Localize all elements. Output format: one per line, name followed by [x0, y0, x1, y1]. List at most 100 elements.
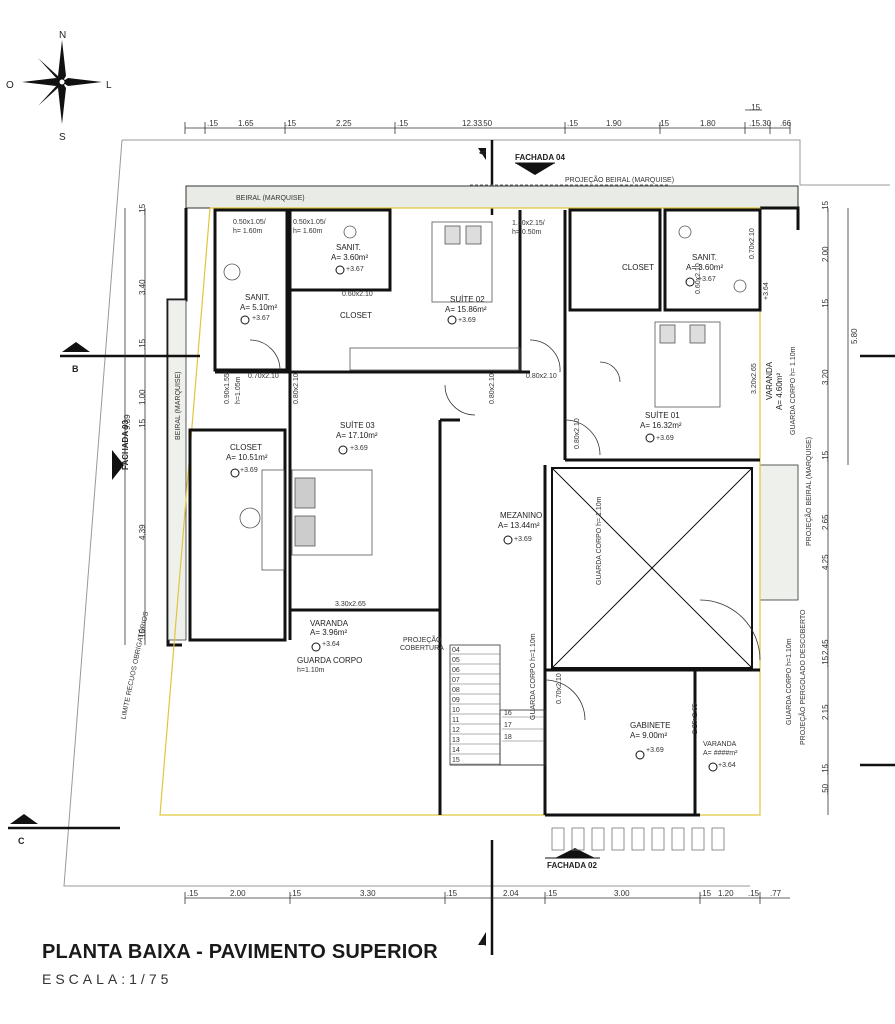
- door-9: 0.60x2.10: [695, 263, 702, 294]
- furniture: [223, 221, 747, 571]
- dim-left-6: 4.39: [138, 524, 147, 540]
- fachada-04-label: FACHADA 04: [515, 153, 565, 162]
- projecao-pergolado-label: PROJEÇÃO PERGOLADO DESCOBERTO: [798, 609, 807, 745]
- compass-rose-icon: [22, 40, 102, 124]
- door-swings: [249, 339, 761, 721]
- closet-left-level: +3.69: [240, 467, 258, 474]
- gabinete-area: A= 9.00m²: [630, 731, 667, 740]
- stair-step-number: 12: [452, 727, 460, 734]
- dim-bottom-5: .15: [446, 889, 458, 898]
- suite03-level: +3.69: [350, 445, 368, 452]
- varanda-right-name: VARANDA: [765, 361, 774, 400]
- stair-step-number: 06: [452, 667, 460, 674]
- varanda-right-level: +3.64: [763, 282, 770, 300]
- dim-top-5: .15: [397, 119, 409, 128]
- sanit-right-name: SANIT.: [692, 253, 717, 262]
- bottom-dimension-line: [184, 892, 790, 904]
- varanda-right-guard: GUARDA CORPO h= 1.10m: [790, 346, 797, 435]
- door-8: 0.90x1.55/: [224, 371, 231, 404]
- dim-top-6: 12.33: [462, 119, 483, 128]
- dim-top-9: 1.90: [606, 119, 622, 128]
- varanda-bottom-area: A= 3.96m²: [310, 628, 347, 637]
- dim-bottom-11: .15: [748, 889, 760, 898]
- sanit-left-area: A= 5.10m²: [240, 303, 277, 312]
- door-13: 3.20x2.65: [751, 363, 758, 394]
- building-walls: [166, 206, 800, 647]
- stair-step-number: 16: [504, 710, 512, 717]
- gabinete-name: GABINETE: [630, 721, 670, 730]
- mezanino-level: +3.69: [514, 536, 532, 543]
- dim-top-12: .15: [749, 119, 761, 128]
- dim-top-8: .15: [567, 119, 579, 128]
- projecao-cobertura-2: COBERTURA: [400, 645, 444, 652]
- fachada-03-marker: [112, 450, 124, 480]
- suite01-area: A= 16.32m²: [640, 421, 682, 430]
- door-10: 0.70x2.10: [749, 228, 756, 259]
- dim-left-5: .15: [138, 418, 147, 430]
- sanit-right-level: +3.67: [698, 276, 716, 283]
- fachada-02-marker: [545, 848, 600, 859]
- varanda-small-name: VARANDA: [703, 741, 737, 748]
- dim-left-4: 1.00: [138, 389, 147, 405]
- stair-step-number: 15: [452, 757, 460, 764]
- dim-bottom-10: 1.20: [718, 889, 734, 898]
- dim-right-5: .15: [821, 450, 830, 462]
- stair-step-number: 13: [452, 737, 460, 744]
- door-12: 3.30x2.65: [335, 601, 366, 608]
- dim-right-8: 2.45: [821, 639, 830, 655]
- door-7: 0.70x2.10: [556, 673, 563, 704]
- dim-top-7: .50: [481, 119, 493, 128]
- compass-east: L: [106, 80, 112, 91]
- varanda-small-level: +3.64: [718, 762, 736, 769]
- dim-left-total: 9.39: [123, 414, 132, 430]
- dim-left-7: .15: [138, 628, 147, 640]
- cut-c-label: C: [18, 836, 25, 846]
- stair-step-number: 17: [504, 722, 512, 729]
- left-dimension-line: [124, 208, 146, 645]
- compass-south: S: [59, 132, 66, 143]
- right-dimension-line: [827, 208, 849, 815]
- dim-right-10: 2.15: [821, 704, 830, 720]
- stair-step-number: 04: [452, 647, 460, 654]
- projecao-beiral-right-label: PROJEÇÃO BEIRAL (MARQUISE): [804, 437, 813, 546]
- suite03-name: SUÍTE 03: [340, 421, 375, 430]
- varanda-small-area: A= ####m²: [703, 750, 738, 757]
- guarda-gab-label: GUARDA CORPO h=1.10m: [786, 638, 793, 725]
- sanit-mid-window-2: h= 1.60m: [293, 228, 323, 235]
- scale-label: ESCALA:1/75: [42, 971, 173, 987]
- dim-bottom-6: 2.04: [503, 889, 519, 898]
- beiral-top-label: BEIRAL (MARQUISE): [236, 195, 305, 202]
- dim-bottom-7: .15: [546, 889, 558, 898]
- door-11: 2.25x2.65: [692, 703, 699, 734]
- mezanino-guard: GUARDA CORPO h= 1.10m: [596, 496, 603, 585]
- door-5: 0.80x2.10: [574, 418, 581, 449]
- varanda-right-area: A= 4.60m²: [775, 373, 784, 410]
- dim-right-9: .15: [821, 655, 830, 667]
- mezanino-name: MEZANINO: [500, 511, 542, 520]
- stair-step-number: 05: [452, 657, 460, 664]
- beiral-left-label: BEIRAL (MARQUISE): [175, 371, 182, 440]
- stair-step-number: 14: [452, 747, 460, 754]
- door-1: 0.70x2.10: [248, 373, 279, 380]
- suite02-name: SUÍTE 02: [450, 295, 485, 304]
- sanit-left-level: +3.67: [252, 315, 270, 322]
- suite01-level: +3.69: [656, 435, 674, 442]
- sanit-mid-level: +3.67: [346, 266, 364, 273]
- fachada-03-label: FACHADA 03: [121, 420, 130, 470]
- cut-a-label-top: A: [478, 149, 488, 156]
- door-3: 0.80x2.10: [293, 373, 300, 404]
- dim-top-extra: .15: [749, 103, 761, 112]
- varanda-bottom-level: +3.64: [322, 641, 340, 648]
- stair-step-number: 07: [452, 677, 460, 684]
- sanit-left-window-1: 0.50x1.05/: [233, 219, 266, 226]
- dim-left-1: .15: [138, 203, 147, 215]
- stair-step-number: 18: [504, 734, 512, 741]
- dim-bottom-3: .15: [290, 889, 302, 898]
- dim-right-11: .15: [821, 763, 830, 775]
- closet-mid-name: CLOSET: [340, 311, 372, 320]
- suite03-area: A= 17.10m²: [336, 431, 378, 440]
- cut-a-label-bottom: A: [478, 939, 488, 946]
- dim-top-11: 1.80: [700, 119, 716, 128]
- dim-right-4: 3.20: [821, 369, 830, 385]
